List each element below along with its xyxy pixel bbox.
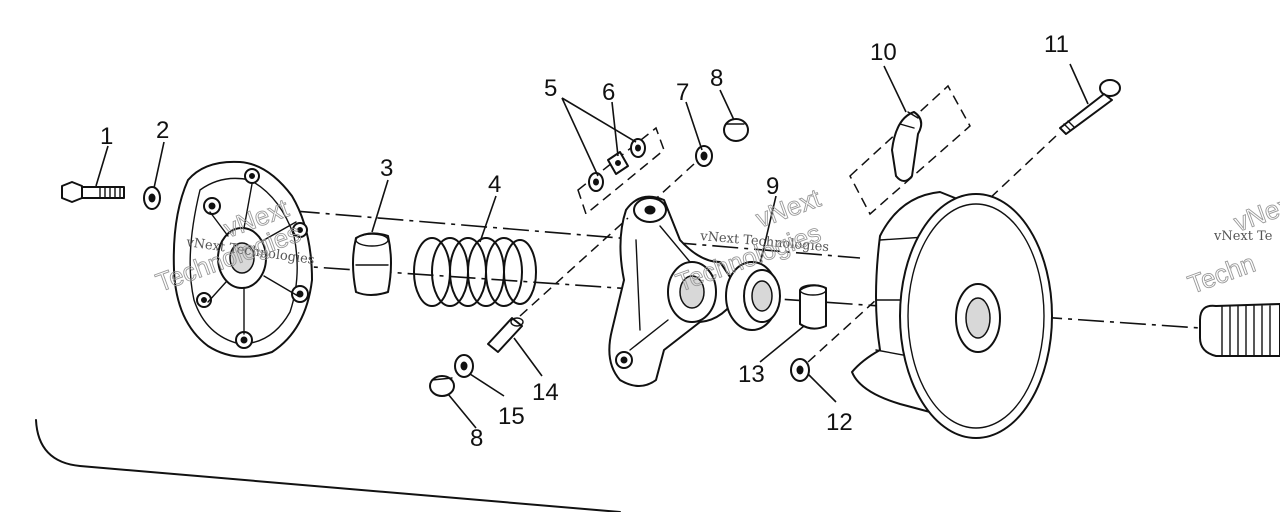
spider-arm (608, 195, 741, 387)
part-3-ring (352, 232, 392, 296)
callout-6: 6 (602, 79, 615, 106)
part-4-spring (413, 237, 537, 307)
callout-2: 2 (156, 117, 169, 144)
part-5-nut-b (630, 138, 646, 158)
callout-3: 3 (380, 155, 393, 182)
callout-8-upper: 8 (710, 65, 723, 92)
part-5-6-detail (577, 126, 665, 216)
crank-shaft (1199, 303, 1280, 357)
part-11-bolt (1059, 79, 1121, 135)
callout-13: 13 (738, 361, 765, 388)
callout-9: 9 (766, 173, 779, 200)
part-15-washer (454, 354, 474, 378)
part-1-bolt (61, 181, 125, 203)
callout-4: 4 (488, 171, 501, 198)
watermark-text-8: vNext (1230, 186, 1280, 237)
callout-14: 14 (532, 379, 559, 406)
callout-8-lower: 8 (470, 425, 483, 452)
watermark: vNext Technologies vNext Technologies vN… (151, 182, 1280, 300)
part-7-washer (695, 145, 713, 167)
part-9-bushing (725, 261, 781, 331)
frame-border-curve (35, 419, 621, 512)
callout-15: 15 (498, 403, 525, 430)
part-12-nut (790, 358, 810, 382)
callout-numbers: 1 2 3 4 5 6 7 8 9 10 11 12 13 14 15 8 (100, 31, 1069, 452)
primary-sheave (851, 191, 1053, 439)
cover-plate (172, 160, 313, 358)
part-13-sleeve (799, 284, 827, 330)
callout-11: 11 (1044, 31, 1069, 58)
part-8-cap-upper (723, 118, 749, 142)
callout-1: 1 (100, 123, 113, 150)
callout-5: 5 (544, 75, 557, 102)
callout-10: 10 (870, 39, 897, 66)
part-10-detail (849, 84, 971, 216)
part-5-nut-a (588, 172, 604, 192)
watermark-text-7: vNext Te (1213, 229, 1273, 244)
callout-7: 7 (676, 79, 689, 106)
watermark-text-9: Techn (1184, 248, 1259, 300)
leader-lines (95, 63, 1089, 429)
part-8-cap-lower (429, 375, 455, 397)
part-14-pin (487, 317, 524, 353)
center-axis-line (209, 203, 861, 259)
part-6-washer (607, 151, 629, 175)
part-2-nut (143, 186, 161, 210)
callout-12: 12 (826, 409, 853, 436)
